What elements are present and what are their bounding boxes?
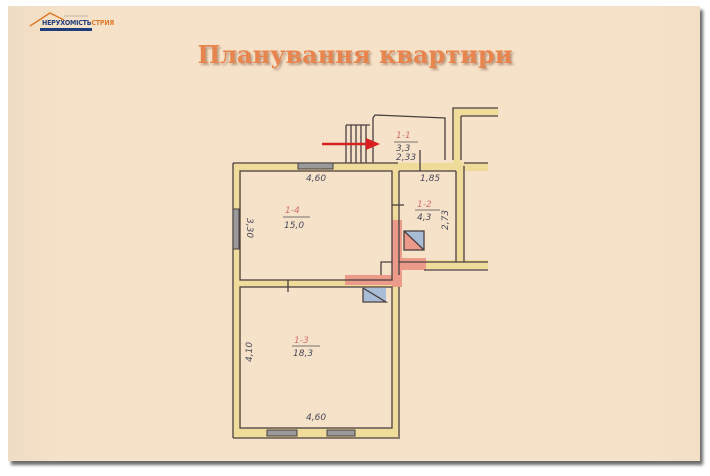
room-1-4-id: 1-4 (285, 206, 300, 216)
room-1-1-id: 1-1 (396, 131, 411, 141)
room-1-3-height: 4,10 (245, 342, 255, 362)
company-logo: НЕРУХОМІСТЬСТРИЯ (28, 10, 114, 32)
room-1-1-area: 3,3 (396, 144, 411, 154)
room-1-4-area: 15,0 (284, 221, 304, 231)
room-1-3-id: 1-3 (294, 336, 309, 346)
room-1-2-area: 4,3 (417, 213, 432, 223)
logo-text: НЕРУХОМІСТЬСТРИЯ (42, 19, 115, 27)
room-1-4-height: 3,30 (244, 218, 254, 238)
page-title: Планування квартири (197, 40, 513, 69)
slide (8, 6, 700, 461)
room-1-2-height: 2,73 (441, 210, 451, 230)
logo-bar (40, 28, 92, 31)
room-1-2-id: 1-2 (417, 200, 432, 210)
arrow-icon (322, 138, 380, 150)
room-1-4-width: 4,60 (306, 174, 326, 184)
room-1-1-width: 2,33 (396, 153, 416, 163)
room-1-2-width: 1,85 (420, 174, 440, 184)
room-1-3-width: 4,60 (306, 413, 326, 423)
room-1-3-area: 18,3 (293, 349, 313, 359)
house-roof-icon (29, 12, 88, 27)
